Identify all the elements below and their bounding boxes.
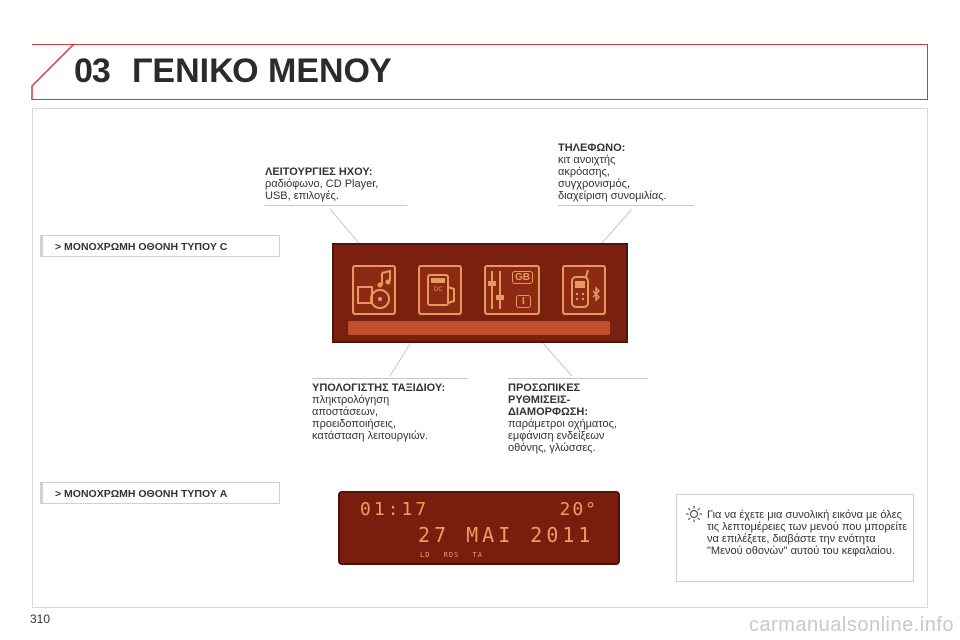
lcd-date: 27 MAI 2011 bbox=[418, 523, 595, 547]
tip-text: Για να έχετε μια συνολική εικόνα με όλες… bbox=[707, 509, 908, 557]
content-frame bbox=[32, 108, 928, 608]
callout-audio-underline bbox=[265, 205, 407, 206]
callout-phone-line: διαχείριση συνομιλίας. bbox=[558, 190, 667, 202]
callout-settings: ΠΡΟΣΩΠΙΚΕΣ ΡΥΘΜΙΣΕΙΣ- ΔΙΑΜΟΡΦΩΣΗ: παράμε… bbox=[508, 382, 658, 454]
header-corner-decoration bbox=[31, 43, 75, 100]
callout-trip-computer: ΥΠΟΛΟΓΙΣΤΗΣ ΤΑΞΙΔΙΟΥ: πληκτρολόγηση αποσ… bbox=[312, 382, 482, 442]
settings-icon bbox=[488, 271, 504, 309]
lcd-flag: LD bbox=[420, 551, 431, 559]
callout-trip-line: πληκτρολόγηση bbox=[312, 394, 390, 406]
tile-cd-label: DC bbox=[434, 287, 443, 293]
callout-settings-title: ΔΙΑΜΟΡΦΩΣΗ: bbox=[508, 406, 589, 418]
callout-audio-line: USB, επιλογές. bbox=[265, 190, 339, 202]
trip-computer-icon bbox=[427, 274, 455, 306]
lcd-flags: LD RDS TA bbox=[420, 551, 483, 559]
callout-trip-title: ΥΠΟΛΟΓΙΣΤΗΣ ΤΑΞΙΔΙΟΥ: bbox=[312, 382, 446, 394]
callout-phone-line: κιτ ανοιχτής bbox=[558, 154, 616, 166]
lcd-time: 01:17 bbox=[360, 499, 430, 520]
tile-phone bbox=[562, 265, 606, 315]
callout-settings-line: εμφάνιση ενδείξεων bbox=[508, 430, 605, 442]
tile-trip-computer: DC bbox=[418, 265, 462, 315]
lcd-flag: TA bbox=[472, 551, 483, 559]
callout-settings-title: ΡΥΘΜΙΣΕΙΣ- bbox=[508, 394, 571, 406]
header-frame bbox=[32, 44, 928, 100]
tile-lang-i-label: I bbox=[516, 295, 531, 308]
display-type-c: DC GB I bbox=[332, 243, 628, 343]
tile-lang-gb-label: GB bbox=[512, 271, 533, 284]
tile-settings: GB I bbox=[484, 265, 540, 315]
chapter-number: 03 bbox=[74, 52, 111, 90]
lightbulb-icon bbox=[686, 506, 702, 522]
callout-phone-title: ΤΗΛΕΦΩΝΟ: bbox=[558, 142, 626, 154]
callout-trip-overline bbox=[312, 378, 468, 379]
callout-trip-line: αποστάσεων, bbox=[312, 406, 379, 418]
callout-settings-line: οθόνης, γλώσσες. bbox=[508, 442, 596, 454]
callout-settings-title: ΠΡΟΣΩΠΙΚΕΣ bbox=[508, 382, 581, 394]
display-type-a: 01:17 20° 27 MAI 2011 LD RDS TA bbox=[338, 491, 620, 565]
callout-trip-line: προειδοποιήσεις, bbox=[312, 418, 397, 430]
page-number: 310 bbox=[30, 612, 51, 626]
audio-icon bbox=[357, 269, 391, 309]
tile-audio bbox=[352, 265, 396, 315]
lcd-flag: RDS bbox=[443, 551, 460, 559]
callout-audio-line: ραδιόφωνο, CD Player, bbox=[265, 178, 379, 190]
callout-audio-title: ΛΕΙΤΟΥΡΓΙΕΣ ΗΧΟΥ: bbox=[265, 166, 373, 178]
section-tab-type-c: > ΜΟΝΟΧΡΩΜΗ ΟΘΟΝΗ ΤΥΠΟΥ C bbox=[40, 235, 280, 257]
callout-trip-line: κατάσταση λειτουργιών. bbox=[312, 430, 429, 442]
display-c-bar bbox=[348, 321, 610, 335]
lcd-temperature: 20° bbox=[559, 499, 598, 520]
callout-phone-underline bbox=[558, 205, 694, 206]
tip-box: Για να έχετε μια συνολική εικόνα με όλες… bbox=[676, 494, 914, 582]
phone-icon bbox=[571, 269, 601, 308]
callout-phone-line: ακρόασης, bbox=[558, 166, 610, 178]
callout-settings-overline bbox=[508, 378, 648, 379]
page-title: ΓΕΝΙΚΟ ΜΕΝΟΥ bbox=[132, 52, 392, 90]
section-tab-type-a: > ΜΟΝΟΧΡΩΜΗ ΟΘΟΝΗ ΤΥΠΟΥ A bbox=[40, 482, 280, 504]
callout-phone: ΤΗΛΕΦΩΝΟ: κιτ ανοιχτής ακρόασης, συγχρον… bbox=[558, 142, 708, 202]
callout-phone-line: συγχρονισμός, bbox=[558, 178, 630, 190]
callout-settings-line: παράμετροι οχήματος, bbox=[508, 418, 617, 430]
watermark: carmanualsonline.info bbox=[748, 614, 954, 636]
callout-audio: ΛΕΙΤΟΥΡΓΙΕΣ ΗΧΟΥ: ραδιόφωνο, CD Player, … bbox=[265, 166, 415, 202]
